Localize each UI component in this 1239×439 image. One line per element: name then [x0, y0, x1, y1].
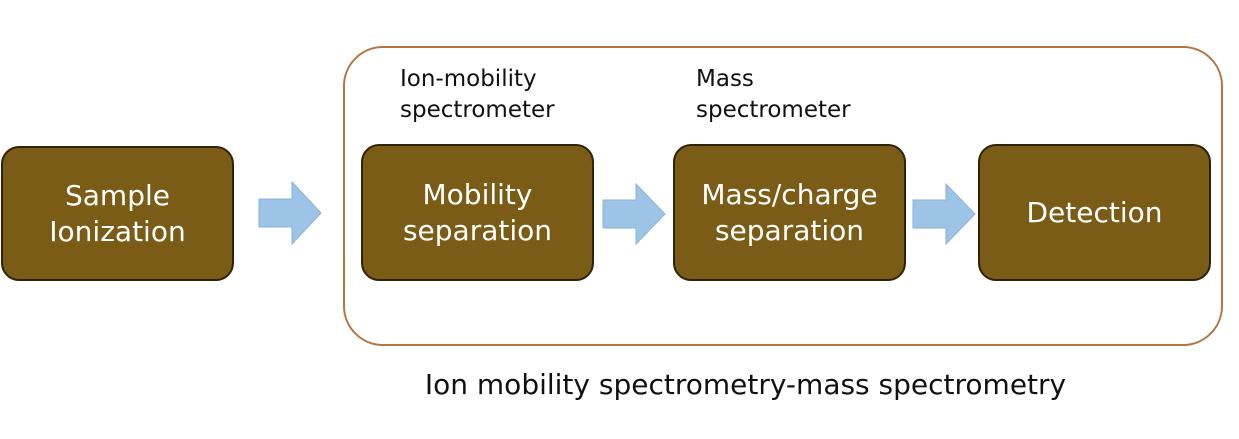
mobility-separation-box: Mobility separation — [361, 144, 594, 281]
detection-line1: Detection — [1026, 195, 1163, 229]
mass-spectrometer-label-line2: spectrometer — [696, 97, 851, 123]
mass-spectrometer-label-line1: Mass — [696, 66, 754, 92]
ion-mobility-spectrometer-label: Ion-mobility spectrometer — [400, 64, 555, 126]
mass-charge-separation-line1: Mass/charge — [701, 177, 878, 211]
diagram-caption-text: Ion mobility spectrometry-mass spectrome… — [424, 368, 1067, 401]
sample-ionization-line2: Ionization — [49, 214, 186, 248]
diagram-caption: Ion mobility spectrometry-mass spectrome… — [0, 368, 1239, 401]
right-arrow-icon — [602, 183, 666, 245]
mass-spectrometer-label: Mass spectrometer — [696, 64, 851, 126]
mobility-separation-line1: Mobility — [422, 177, 533, 211]
sample-ionization-line1: Sample — [65, 178, 170, 212]
right-arrow-icon — [912, 183, 976, 245]
mass-charge-separation-box: Mass/charge separation — [673, 144, 906, 281]
ion-mobility-label-line2: spectrometer — [400, 97, 555, 123]
mobility-separation-line2: separation — [402, 213, 553, 247]
right-arrow-icon — [258, 181, 322, 245]
detection-box: Detection — [978, 144, 1211, 281]
sample-ionization-box: Sample Ionization — [1, 146, 234, 281]
ims-ms-group-container — [343, 46, 1223, 346]
mass-charge-separation-line2: separation — [714, 213, 865, 247]
ion-mobility-label-line1: Ion-mobility — [400, 66, 537, 92]
